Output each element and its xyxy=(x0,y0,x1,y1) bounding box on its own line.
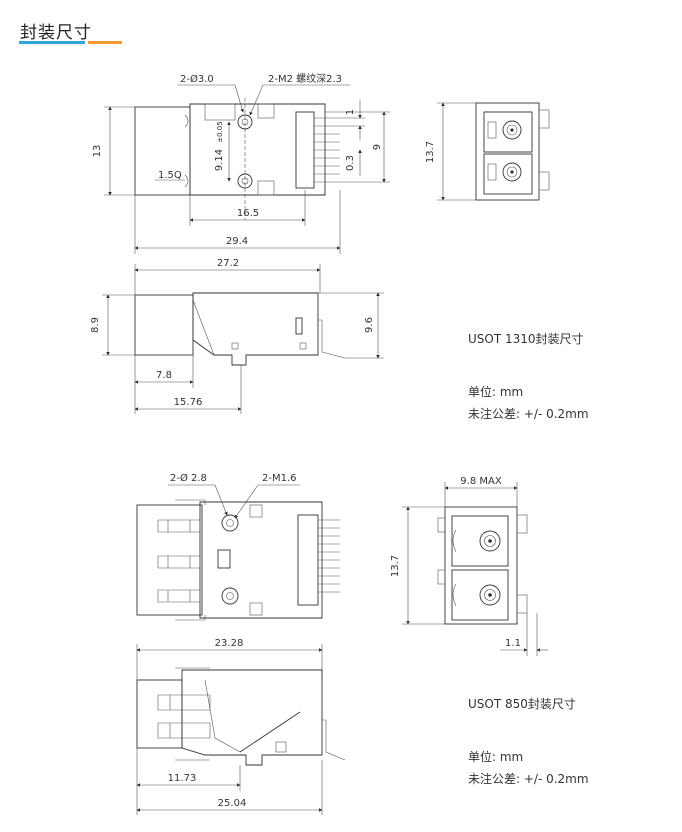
usot1310-end-view: 13.7 xyxy=(425,102,550,201)
usot850-side-view: 11.73 25.04 xyxy=(136,667,346,815)
dim-850-holes: 2-Ø 2.8 xyxy=(170,472,207,484)
dim-13-7-top: 13.7 xyxy=(425,141,436,163)
usot1310-unit: 单位: mm xyxy=(468,385,524,399)
page-title: 封装尺寸 xyxy=(20,23,92,42)
usot850-top-view: 2-Ø 2.8 2-M1.6 23.28 xyxy=(136,472,340,680)
dim-9-14: 9.14 xyxy=(214,149,225,171)
usot1310-title: USOT 1310封装尺寸 xyxy=(468,332,584,346)
usot850-tolerance: 未注公差: +/- 0.2mm xyxy=(468,772,589,786)
dim-9: 9 xyxy=(372,144,383,150)
dim-29-4: 29.4 xyxy=(226,236,248,247)
usot850-end-view: 9.8 MAX 13.7 1.1 xyxy=(390,476,548,656)
dim-1-5q: 1.5Q xyxy=(158,170,182,181)
dim-850-thread: 2-M1.6 xyxy=(262,473,297,484)
dim-8-9: 8.9 xyxy=(90,317,101,333)
dim-13-7-bottom: 13.7 xyxy=(390,555,401,577)
dim-1-1: 1.1 xyxy=(505,638,521,649)
title-underline-orange xyxy=(88,41,122,44)
dim-15-76: 15.76 xyxy=(174,397,203,408)
title-underline-blue xyxy=(19,41,85,44)
dim-screw-holes: 2-Ø3.0 xyxy=(180,73,214,85)
dim-0-3: 0.3 xyxy=(345,155,356,171)
dim-27-2: 27.2 xyxy=(217,258,239,269)
dim-23-28: 23.28 xyxy=(215,638,244,649)
usot1310-top-dims: 2-Ø3.0 2-M2 螺纹深2.3 13 1.5Q 9.14 ±0.05 16… xyxy=(92,72,390,254)
dim-13: 13 xyxy=(92,145,103,158)
usot1310-top-view xyxy=(134,98,340,220)
dim-thread: 2-M2 螺纹深2.3 xyxy=(268,72,342,85)
usot1310-side-view: 27.2 8.9 9.6 7.8 15.76 xyxy=(90,258,384,414)
dim-7-8: 7.8 xyxy=(156,370,172,381)
usot850-title: USOT 850封装尺寸 xyxy=(468,697,576,711)
dim-16-5: 16.5 xyxy=(237,208,259,219)
dim-25-04: 25.04 xyxy=(218,798,247,809)
usot850-unit: 单位: mm xyxy=(468,750,524,764)
dim-1: 1 xyxy=(345,109,356,115)
dim-9-6: 9.6 xyxy=(364,317,375,333)
dim-11-73: 11.73 xyxy=(168,773,197,784)
usot1310-tolerance: 未注公差: +/- 0.2mm xyxy=(468,407,589,421)
dim-9-8-max: 9.8 MAX xyxy=(460,476,502,487)
dim-tolerance: ±0.05 xyxy=(216,121,224,142)
